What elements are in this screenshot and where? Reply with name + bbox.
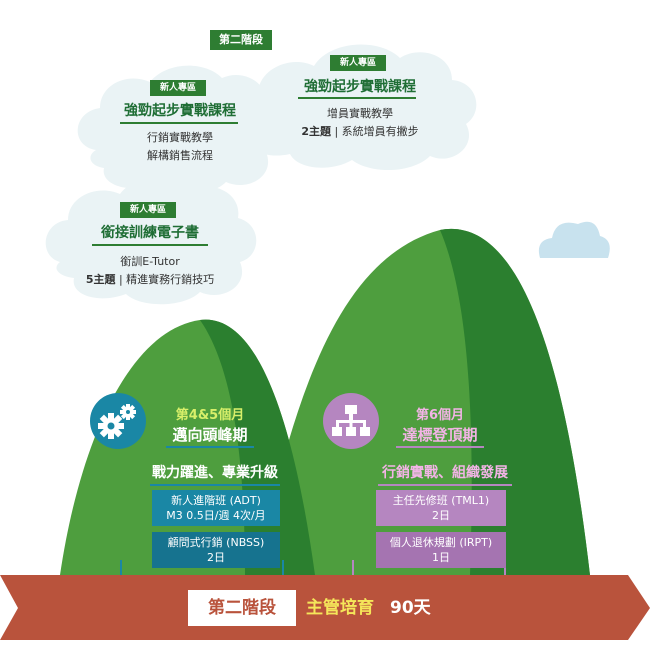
left-mountain-subtitle: 戰力躍進、專業升級 [152, 465, 278, 481]
ribbon-days: 90天 [390, 598, 431, 618]
right-mountain [255, 228, 590, 575]
right-course-2-name: 個人退休規劃 (IRPT) [389, 536, 493, 549]
cloud-left-badge: 新人專區 [120, 202, 176, 218]
cloud-middle [77, 65, 284, 195]
cloud-right-topic-text: 系統增員有撇步 [341, 125, 419, 138]
gears-icon [90, 393, 146, 449]
left-course-2-detail: 2日 [207, 551, 225, 564]
cloud-middle-badge: 新人專區 [150, 80, 206, 96]
cloud-right-topic-count: 2主題 [301, 125, 331, 138]
cloud-middle-line1: 行銷實戰教學 [147, 131, 213, 144]
left-mountain-phase-rule [166, 446, 254, 448]
cloud-left-line1: 銜訓E-Tutor [120, 255, 180, 268]
left-mountain-phase: 邁向頭峰期 [172, 426, 248, 444]
right-mountain-period: 第6個月 [415, 408, 465, 423]
left-mountain-period: 第4&5個月 [175, 408, 245, 423]
cloud-right-line1: 增員實戰教學 [327, 107, 393, 120]
right-mountain-course-2: 個人退休規劃 (IRPT) 1日 [376, 532, 506, 568]
left-mountain-course-1: 新人進階班 (ADT) M3 0.5日/週 4次/月 [152, 490, 280, 526]
cloud-middle-divider [120, 122, 238, 124]
cloud-left-divider [92, 244, 208, 246]
right-mountain-subtitle: 行銷實戰、組織發展 [382, 465, 508, 481]
right-course-1-detail: 2日 [432, 509, 450, 522]
cloud-right [238, 44, 477, 171]
stage-tag: 第二階段 [210, 30, 272, 50]
cloud-middle-title: 強勁起步實戰課程 [124, 103, 236, 119]
cloud-right-divider [298, 97, 416, 99]
org-chart-icon [323, 393, 379, 449]
cloud-left [45, 176, 257, 305]
cloud-left-topic-text: 精進實務行銷技巧 [126, 273, 215, 286]
cloud-left-line2: 5主題 | 精進實務行銷技巧 [85, 273, 215, 286]
ribbon-stage: 第二階段 [208, 598, 276, 618]
right-course-1-name: 主任先修班 (TML1) [392, 494, 490, 507]
cloud-right-title: 強勁起步實戰課程 [304, 79, 416, 95]
left-course-1-name: 新人進階班 (ADT) [171, 494, 261, 507]
right-mountain-course-1: 主任先修班 (TML1) 2日 [376, 490, 506, 526]
right-mountain-phase-rule [396, 446, 484, 448]
small-cloud-icon [538, 221, 610, 258]
left-course-2-name: 顧問式行銷 (NBSS) [167, 536, 265, 549]
cloud-left-topic-count: 5主題 [85, 273, 116, 286]
right-mountain-subtitle-rule [378, 484, 512, 486]
cloud-right-badge: 新人專區 [330, 55, 386, 71]
cloud-middle-line2: 解構銷售流程 [147, 149, 213, 162]
left-course-1-detail: M3 0.5日/週 4次/月 [166, 509, 266, 522]
left-mountain-subtitle-rule [150, 484, 280, 486]
right-mountain-phase: 達標登頂期 [402, 426, 478, 444]
cloud-right-line2: 2主題 | 系統增員有撇步 [301, 125, 419, 138]
ribbon-title: 主管培育 [306, 598, 374, 618]
left-mountain-course-2: 顧問式行銷 (NBSS) 2日 [152, 532, 280, 568]
bottom-ribbon [0, 575, 650, 640]
right-course-2-detail: 1日 [432, 551, 450, 564]
cloud-left-title: 銜接訓練電子書 [101, 225, 199, 241]
